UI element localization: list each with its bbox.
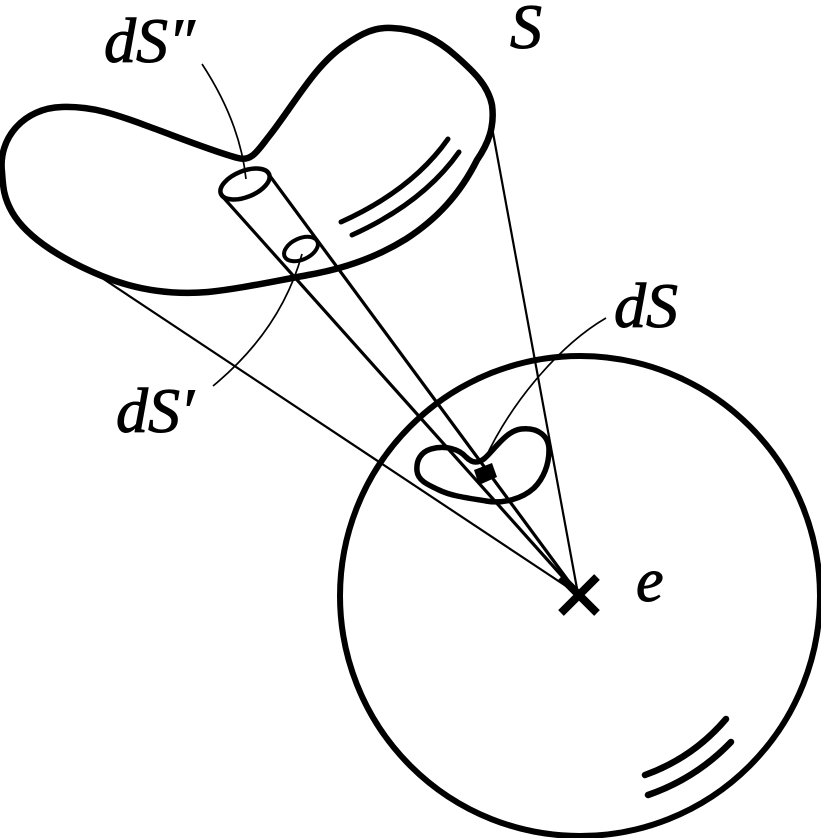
cone-edge-left	[92, 271, 579, 595]
flux-tube-edge-left	[220, 194, 580, 596]
dS-doubleprime-ellipse	[218, 166, 272, 202]
sphere-circle	[337, 353, 821, 838]
sphere-patch-outline	[414, 426, 552, 505]
flux-tube-edge-right	[265, 171, 580, 595]
charge-point-marker	[558, 574, 600, 616]
sphere-hatch-marks	[641, 715, 735, 799]
label-dS-prime: dS′	[116, 375, 195, 446]
leader-line-dS	[483, 317, 607, 462]
leader-line-dS-doubleprime	[201, 63, 247, 180]
label-surface-S: S	[510, 0, 542, 62]
surface-S-outline	[0, 24, 496, 297]
label-dS-doubleprime: dS″	[104, 5, 196, 76]
dS-element-patch	[474, 463, 497, 485]
dS-prime-ellipse	[282, 234, 320, 264]
surface-S-hatch-marks	[338, 136, 462, 238]
label-charge-e: e	[636, 547, 664, 615]
cone-edge-right	[489, 121, 580, 595]
label-dS: dS	[614, 270, 678, 341]
leader-line-dS-prime	[212, 253, 303, 387]
